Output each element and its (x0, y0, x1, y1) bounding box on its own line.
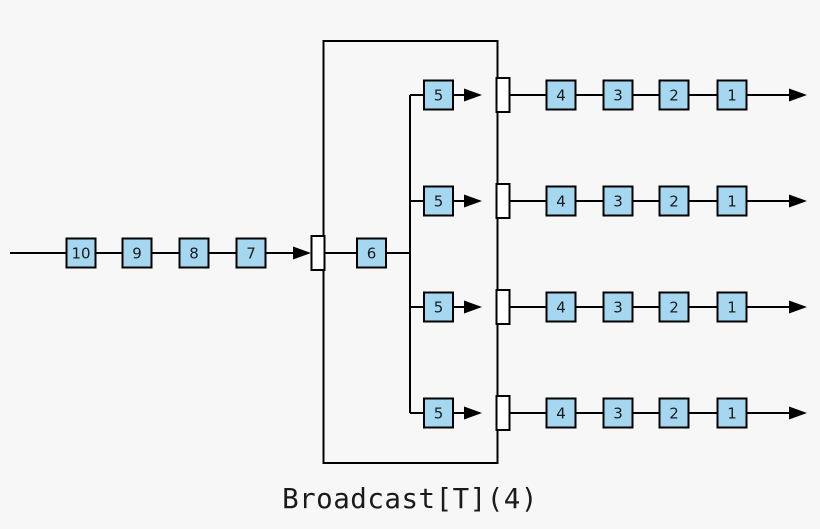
output-element-box-label: 1 (727, 192, 737, 210)
output-arrowhead (789, 194, 807, 208)
output-element-box-label: 4 (556, 298, 566, 316)
branch-arrowhead (464, 300, 482, 314)
output-element-box (545, 185, 577, 217)
output-element-box-label: 3 (613, 404, 623, 422)
output-element-box (716, 291, 748, 323)
input-element-box-label: 10 (71, 244, 90, 262)
input-arrowhead (293, 246, 311, 260)
input-element-box-label: 8 (189, 244, 199, 262)
output-port (495, 77, 511, 113)
stage-caption: Broadcast[T](4) (282, 483, 538, 515)
output-element-box-label: 3 (613, 86, 623, 104)
output-arrowhead (789, 406, 807, 420)
output-element-box-label: 2 (669, 192, 679, 210)
output-element-box-label: 4 (556, 86, 566, 104)
output-element-box-label: 2 (669, 404, 679, 422)
output-element-box-label: 2 (669, 298, 679, 316)
output-element-box (716, 79, 748, 111)
output-element-box (545, 79, 577, 111)
output-element-box-label: 3 (613, 298, 623, 316)
branch-arrowhead (464, 406, 482, 420)
output-port (495, 395, 511, 431)
branch-element-box (423, 291, 454, 323)
output-element-box-label: 1 (727, 86, 737, 104)
output-element-box-label: 3 (613, 192, 623, 210)
output-element-box-label: 1 (727, 298, 737, 316)
output-element-box (602, 185, 634, 217)
output-element-box-label: 2 (669, 86, 679, 104)
output-element-box (658, 185, 690, 217)
input-port (310, 235, 326, 271)
branch-element-box-label: 5 (434, 298, 444, 316)
input-element-box-label: 7 (246, 244, 256, 262)
output-element-box (658, 79, 690, 111)
branch-element-box-label: 5 (434, 86, 444, 104)
output-element-box-label: 1 (727, 404, 737, 422)
output-element-box (602, 79, 634, 111)
output-port (495, 289, 511, 325)
branch-arrowhead (464, 194, 482, 208)
output-element-box (658, 291, 690, 323)
output-element-box-label: 4 (556, 192, 566, 210)
input-element-box-label: 9 (132, 244, 142, 262)
branch-element-box-label: 5 (434, 404, 444, 422)
branch-element-box-label: 5 (434, 192, 444, 210)
output-element-box (545, 397, 577, 429)
input-element-box (65, 237, 97, 269)
stage-element-box (356, 237, 387, 269)
branch-arrowhead (464, 88, 482, 102)
output-arrowhead (789, 300, 807, 314)
output-element-box-label: 4 (556, 404, 566, 422)
output-port (495, 183, 511, 219)
output-element-box (602, 397, 634, 429)
stage-element-box-label: 6 (367, 244, 377, 262)
output-arrowhead (789, 88, 807, 102)
